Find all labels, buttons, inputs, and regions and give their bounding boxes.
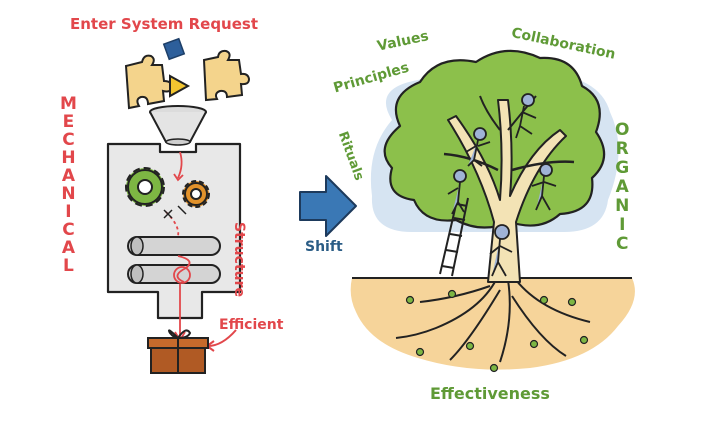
mechanical-letter: A [61, 166, 76, 186]
efficient-label: Efficient [219, 317, 284, 333]
machine-body [106, 142, 242, 320]
orange-gear-icon [182, 180, 210, 208]
mechanical-letter: L [63, 256, 74, 276]
mechanical-letter: I [65, 202, 72, 222]
soil-ground [350, 278, 635, 370]
puzzle-piece-icon [202, 49, 251, 102]
mechanical-letter: C [62, 220, 75, 240]
mechanical-letter: M [60, 94, 77, 114]
gift-box-icon [147, 329, 209, 374]
organic-letter: O [615, 120, 630, 140]
organic-letter: R [615, 139, 629, 159]
person-icon [489, 224, 513, 277]
tree-roots [395, 279, 591, 363]
square-piece-icon [162, 37, 186, 61]
organic-letter: N [615, 196, 630, 216]
mechanical-letter: C [62, 130, 75, 150]
person-icon [531, 163, 557, 211]
person-icon [515, 93, 537, 139]
organic-letter: I [619, 215, 626, 235]
input-label: Enter System Request [70, 15, 259, 33]
shift-label: Shift [305, 239, 343, 255]
mechanical-letter: H [61, 148, 76, 168]
person-icon [447, 169, 467, 215]
organic-letter: G [615, 158, 630, 178]
green-gear-icon [125, 167, 165, 207]
puzzle-piece-icon [124, 54, 174, 110]
person-icon [465, 127, 491, 167]
mechanical-letter: E [62, 112, 75, 132]
mechanical-letter: A [61, 238, 76, 258]
root-nodes [405, 289, 589, 373]
efficient-arrow-icon [207, 329, 237, 347]
mechanical-letter: N [61, 184, 76, 204]
motion-arrows-icon [163, 205, 187, 219]
effectiveness-label: Effectiveness [430, 384, 550, 403]
organic-letter: C [615, 234, 629, 254]
shift-arrow-icon [299, 175, 357, 237]
structure-label: Structure [231, 222, 247, 298]
organic-letter: A [615, 177, 629, 197]
roller-icon [127, 236, 221, 256]
triangle-piece-icon [169, 74, 191, 98]
funnel-icon [149, 105, 207, 146]
